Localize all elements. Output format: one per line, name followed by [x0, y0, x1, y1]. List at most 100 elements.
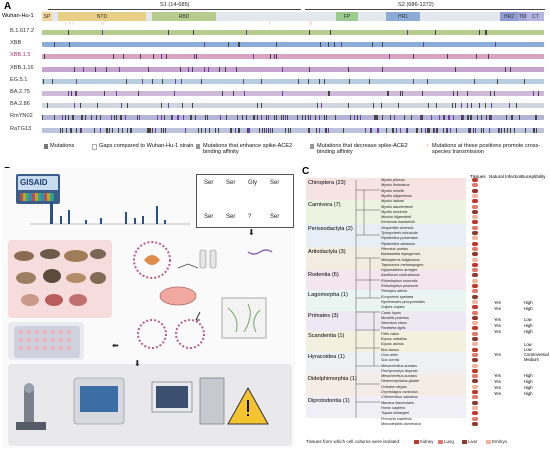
tissue-icon: [472, 236, 478, 241]
species-label: Panthera tigris: [381, 326, 406, 331]
mutation-tick: [113, 115, 115, 121]
species-label: Miniopterus fuliginosus: [381, 257, 420, 262]
mutation-tick: [538, 91, 540, 96]
mutation-tick: [75, 78, 77, 84]
strain-label: RmYN02: [10, 113, 33, 120]
mutation-tick: [90, 115, 92, 121]
legend-mutation-swatch: [44, 144, 48, 149]
mutation-tick: [243, 91, 245, 96]
mutation-tick: [410, 115, 412, 121]
mutation-tick: [325, 127, 327, 133]
species-label: Pipistrellus pulveratus: [381, 236, 418, 241]
mutation-tick: [489, 127, 491, 133]
mutation-tick: [226, 115, 228, 121]
mutation-tick: [390, 115, 392, 121]
mutation-tick: [420, 115, 422, 121]
order-band: [306, 331, 466, 352]
mutation-tick: [371, 127, 373, 133]
tissue-icon: [472, 395, 478, 400]
mutation-tick: [42, 115, 44, 121]
mutation-tick: [168, 30, 170, 35]
mutation-tick: [368, 78, 370, 84]
legend-promote-arrow: ↑: [426, 143, 429, 149]
promote-marker-4: ↑↑: [308, 21, 313, 27]
gisaid-label: GISAID: [20, 178, 48, 187]
natural-infection-value: Yes: [494, 385, 501, 390]
mutation-tick: [76, 127, 78, 133]
mutation-tick: [342, 127, 344, 133]
natural-infection-value: Yes: [494, 306, 501, 311]
strain-bar: [42, 103, 544, 109]
strain-bar: [42, 30, 544, 35]
mutation-tick: [490, 103, 492, 109]
mutation-tick: [486, 30, 488, 35]
order-label: Primates (3): [308, 313, 339, 319]
mutation-tick: [203, 42, 205, 48]
domain-ct: CT: [527, 12, 544, 21]
species-label: Mesocricetus auratus: [381, 374, 418, 379]
mutation-tick: [328, 42, 330, 48]
susceptibility-value: High: [524, 323, 533, 328]
mutation-tick: [164, 127, 166, 133]
order-label: Didelphimorphia (1): [308, 376, 357, 382]
mutation-tick: [47, 103, 49, 109]
mutation-tick: [234, 127, 236, 133]
mutation-tick: [79, 103, 81, 109]
order-band: [306, 396, 466, 418]
mutation-tick: [283, 115, 285, 121]
mutation-tick: [316, 127, 318, 133]
mutation-tick: [443, 127, 445, 133]
order-band: [306, 352, 466, 374]
tissue-icon: [472, 347, 478, 352]
header-susceptibility: Suceptibility: [521, 174, 546, 179]
mutation-tick: [137, 91, 139, 96]
s1-arrow: [48, 9, 301, 10]
tissue-icon: [472, 231, 478, 235]
mutation-tick: [191, 115, 193, 121]
mutation-tick: [323, 78, 325, 84]
mutation-tick: [419, 115, 421, 121]
residue-top: Ser: [204, 180, 214, 186]
mutation-tick: [198, 127, 200, 133]
mutation-tick: [348, 78, 350, 84]
strain-bar: [42, 91, 544, 96]
species-label: Nyctereutes procyonoides: [381, 299, 425, 304]
order-band: [306, 224, 466, 247]
mutation-tick: [399, 91, 401, 96]
mutation-tick: [446, 127, 448, 133]
species-label: Pachyuromys duprasi: [381, 368, 418, 373]
mutation-tick: [252, 115, 254, 121]
susceptibility-value: High: [524, 300, 533, 305]
tissue-icon: [472, 178, 478, 182]
legend-gap: Gaps compared to Wuhan-Hu-1 strain: [99, 143, 194, 149]
mutation-tick: [222, 91, 224, 96]
species-label: Pteropus alecto: [381, 289, 408, 294]
mutation-tick: [120, 103, 122, 109]
mutation-tick: [479, 103, 481, 109]
mutation-tick: [533, 91, 535, 96]
tissue-icon: [472, 273, 478, 278]
species-label: Myotis daubentonii: [381, 204, 413, 209]
mutation-tick: [191, 66, 193, 72]
tissue-icon: [472, 299, 478, 304]
mutation-tick: [232, 91, 234, 96]
mutation-tick: [227, 42, 229, 48]
mutation-tick: [489, 115, 490, 121]
mutation-tick: [373, 103, 375, 109]
mutation-tick: [506, 115, 508, 121]
mutation-tick: [381, 115, 383, 121]
mutation-tick: [468, 127, 470, 133]
mutation-tick: [324, 115, 326, 121]
order-band: [306, 270, 466, 290]
mutation-tick: [296, 115, 298, 121]
mutation-tick: [308, 127, 310, 133]
mutation-tick: [509, 103, 511, 109]
promote-marker-1: ↑ ↑ ↑: [64, 21, 75, 27]
tissue-icon: [472, 321, 478, 326]
strain-bar: [42, 42, 544, 48]
mutation-tick: [467, 91, 469, 96]
mutation-tick: [122, 127, 124, 133]
mutation-tick: [218, 127, 220, 133]
reference-bar: [42, 12, 544, 21]
order-band: [306, 311, 466, 331]
